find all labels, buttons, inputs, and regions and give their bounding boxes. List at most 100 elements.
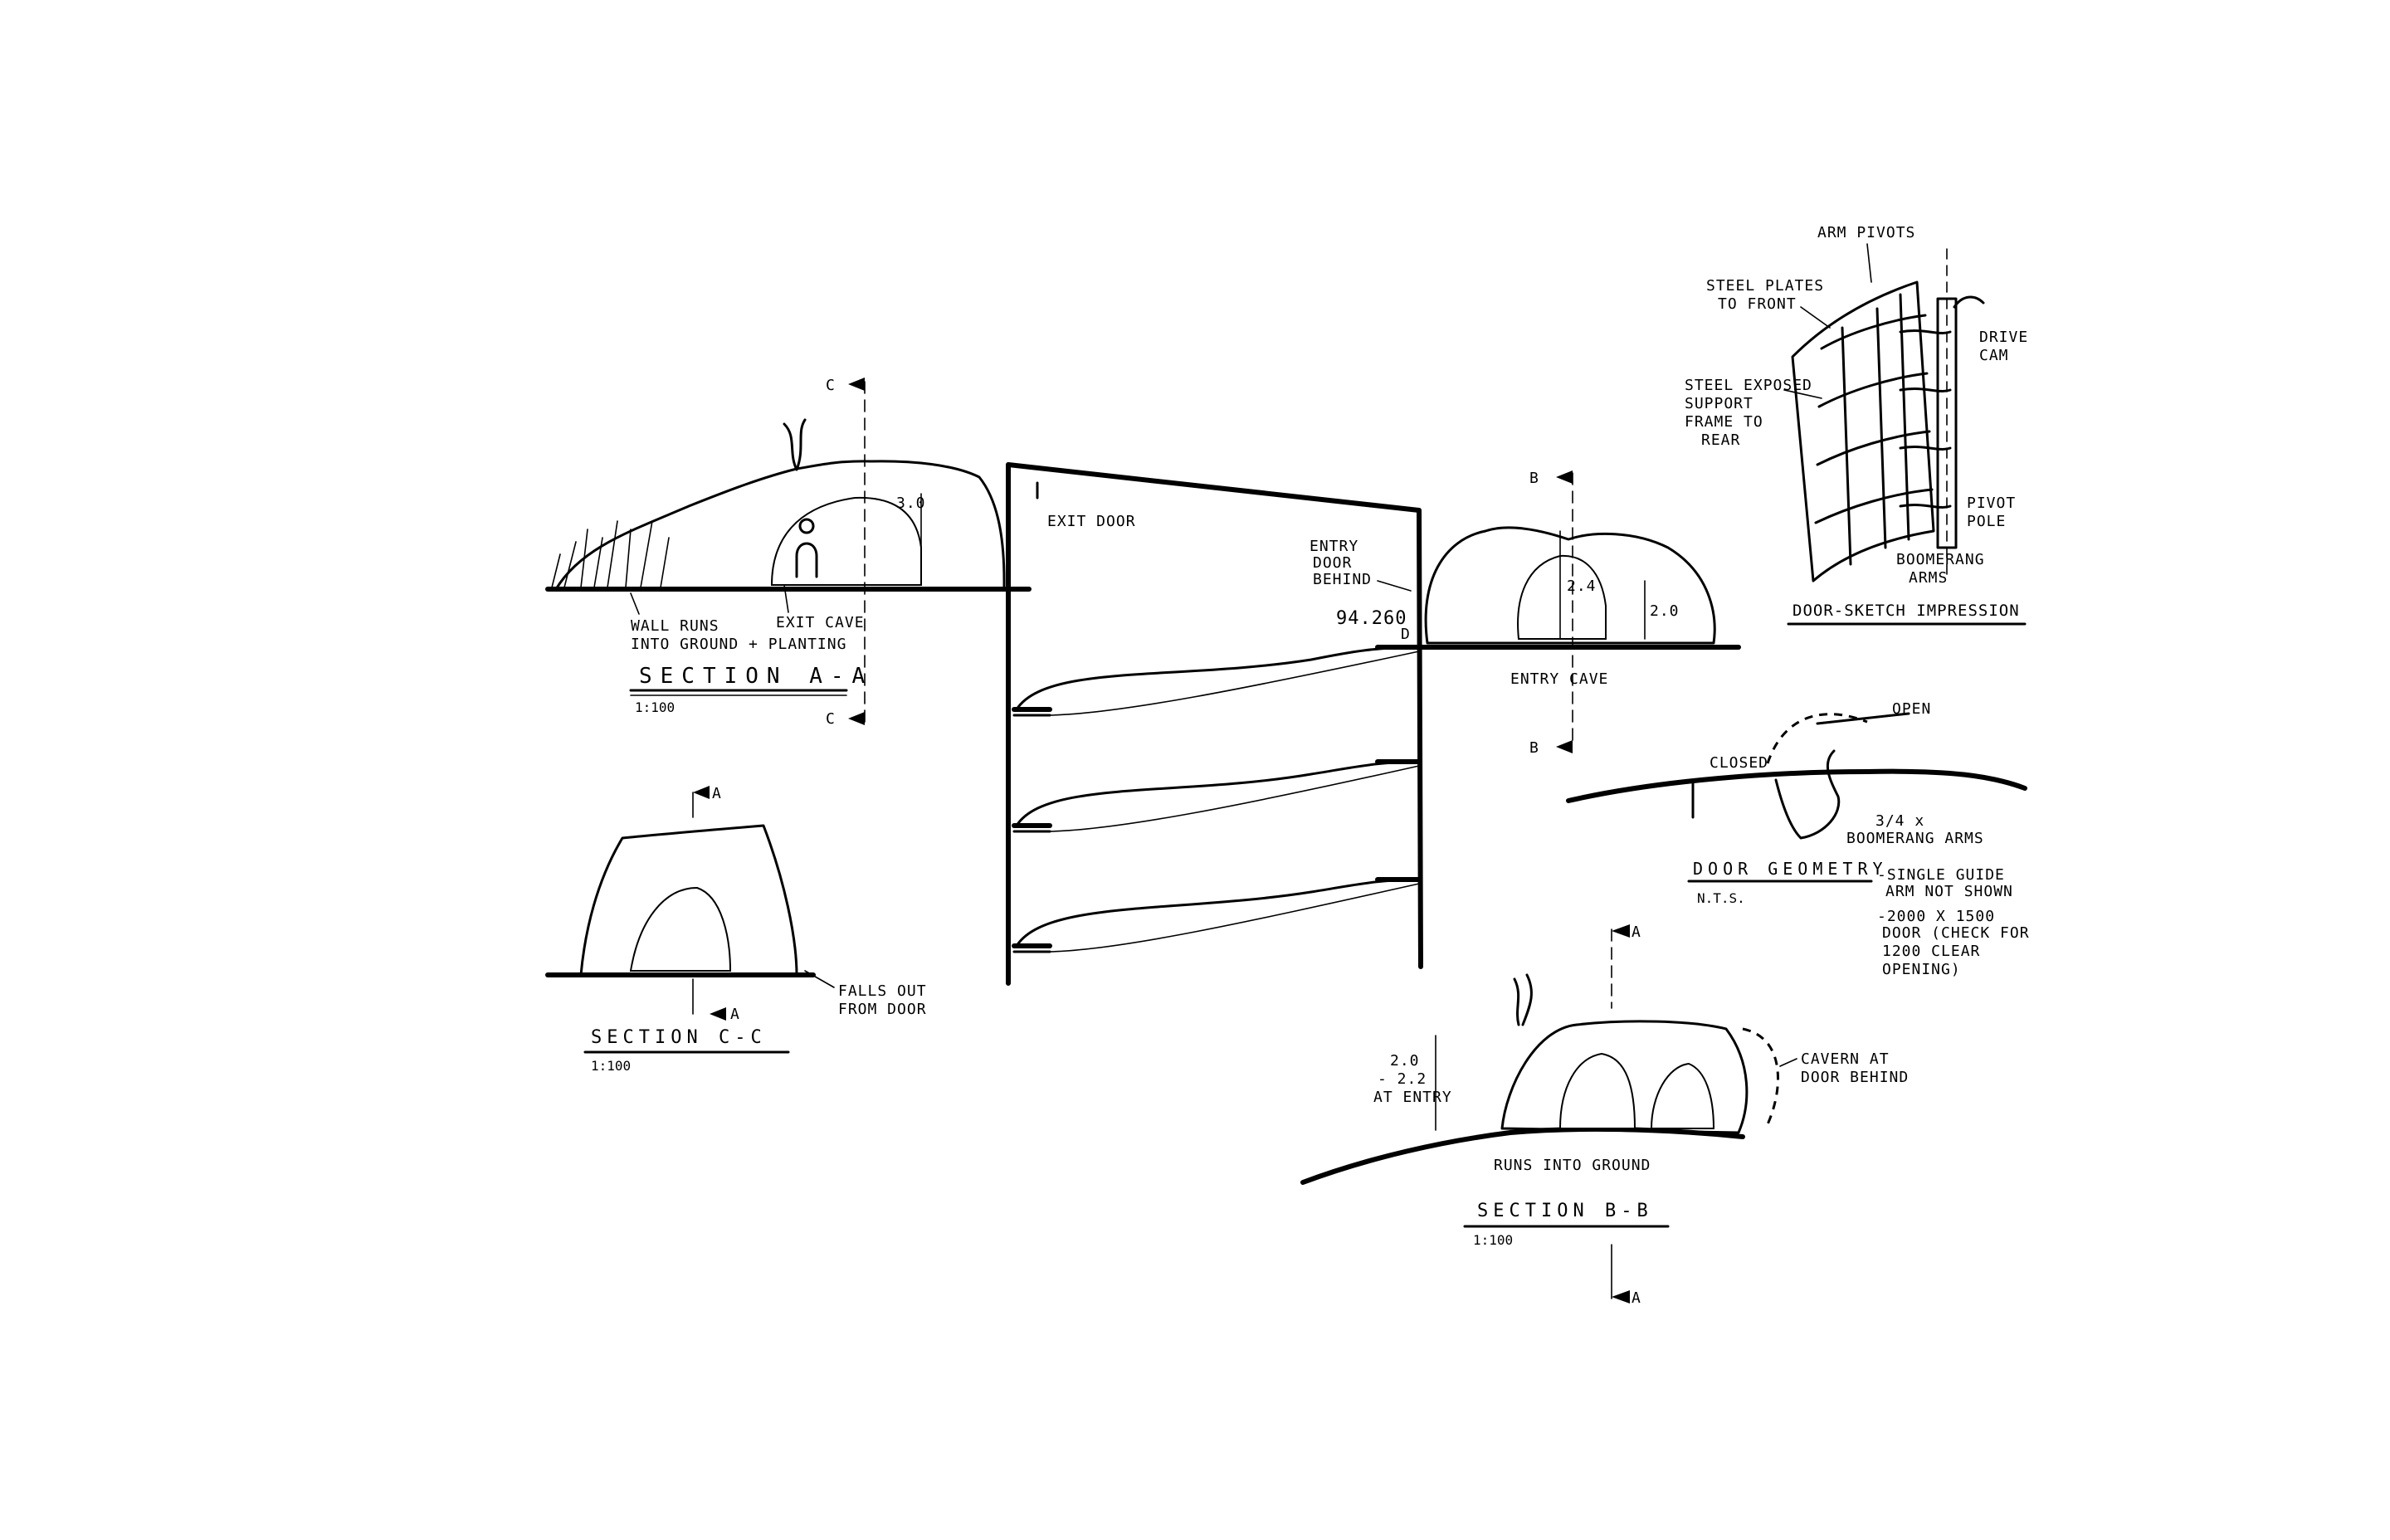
ramp-2 [1015,760,1421,827]
door-geometry: OPEN CLOSED 3/4 x BOOMERANG ARMS DOOR GE… [1566,700,2030,978]
note-pivot-pole-2: POLE [1967,513,2006,530]
note-wall-runs-2: INTO GROUND + PLANTING [631,636,846,653]
note-door-size-4: OPENING) [1882,961,1961,978]
note-cavern-2: DOOR BEHIND [1801,1069,1909,1086]
cut-label-a-bottom: A [730,1006,740,1023]
cavern-dashed [1742,1027,1779,1125]
exit-mound [554,460,1006,591]
central-wall-outline [1006,462,1423,986]
door-frame-curved [1791,280,1935,582]
dim-bb-1: 2.0 [1390,1052,1420,1070]
boomerang-arms [1899,329,1952,509]
level-suffix: D [1401,626,1411,643]
door-geometry-scale: N.T.S. [1697,890,1745,906]
note-pivot-pole-1: PIVOT [1967,495,2016,512]
note-falls-out-2: FROM DOOR [838,1001,927,1018]
leader-steel-plates [1800,306,1831,329]
note-drive-cam-2: CAM [1979,347,2009,364]
door-geometry-title: DOOR GEOMETRY [1693,859,1888,879]
dim-bb-2: - 2.2 [1378,1070,1427,1088]
note-drive-cam-1: DRIVE [1979,329,2028,346]
note-door-size-3: 1200 CLEAR [1882,943,1980,960]
section-aa-title: SECTION A-A [639,664,873,689]
note-single-guide-2: ARM NOT SHOWN [1885,883,2013,900]
rock-b-b-void-1 [1558,1052,1636,1129]
rock-b-b [1500,1020,1749,1134]
section-a-a: 3.0 C C WALL RUNS INTO GROUND + PLANTING… [545,377,1032,728]
rock-b-b-void-2 [1650,1062,1715,1129]
rock-c-c [579,824,798,977]
section-b-b: 2.0 - 2.2 AT ENTRY RUNS INTO GROUND CAVE… [1300,924,1909,1307]
leader-falls-out [804,970,835,988]
note-steel-exposed-4: REAR [1701,431,1740,449]
section-aa-scale: 1:100 [635,699,675,715]
ramp-3 [1015,878,1421,948]
cut-arrow-c-bottom [848,712,865,725]
section-cc-scale: 1:100 [591,1058,631,1074]
boomerang-arm-geometry [1774,749,1841,840]
cut-arrow-a-bb-bottom [1612,1290,1630,1304]
entry-mound [1424,526,1716,645]
cut-marker-a-top [693,786,710,799]
leader-wall-runs [630,592,640,615]
dim-entry-right: 2.0 [1650,602,1680,620]
note-cavern-1: CAVERN AT [1801,1050,1890,1068]
door-frame-ribs [1814,314,1934,524]
note-boomerang-1: BOOMERANG [1896,551,1985,568]
note-entry-cave: ENTRY CAVE [1510,670,1608,688]
cut-label-b-bottom: B [1529,739,1539,757]
dim-entry-left: 2.4 [1567,578,1597,595]
cut-label-c-top: C [826,377,836,394]
note-steel-plates-1: STEEL PLATES [1706,277,1824,295]
central-section: EXIT DOOR ENTRY DOOR BEHIND 94.260 D [1006,462,1423,986]
label-closed: CLOSED [1710,754,1768,772]
note-steel-exposed-3: FRAME TO [1685,413,1763,431]
cut-label-a-bb-top: A [1632,924,1641,941]
cut-arrow-b-top [1556,470,1573,484]
note-entry-door-3: BEHIND [1313,571,1372,588]
person-figure [795,518,818,578]
cut-arrow-c-top [848,378,865,391]
rock-c-c-void [629,886,732,972]
note-door-size-2: DOOR (CHECK FOR [1882,924,2030,942]
level-label: 94.260 [1336,608,1407,629]
leader-entry-door [1377,580,1412,592]
door-open-arc [1766,713,1868,764]
door-open-leaf [1816,712,1910,725]
note-boomerang-2: ARMS [1909,569,1948,587]
cut-arrow-b-bottom [1556,740,1573,753]
door-sketch: ARM PIVOTS STEEL PLATES TO FRONT STEEL E… [1685,224,2028,626]
note-steel-plates-2: TO FRONT [1718,295,1797,313]
shrub-top [783,418,807,471]
label-arms-2: BOOMERANG ARMS [1846,830,1984,847]
cut-label-a-bb-bottom: A [1632,1289,1641,1307]
drive-cam [1953,295,1985,309]
note-falls-out-1: FALLS OUT [838,982,927,1000]
note-single-guide-1: -SINGLE GUIDE [1877,866,2005,884]
cut-label-c-bottom: C [826,710,836,728]
label-open: OPEN [1892,700,1931,718]
door-sketch-title: DOOR-SKETCH IMPRESSION [1792,602,2020,620]
note-door-size-1: -2000 X 1500 [1877,908,1995,925]
note-wall-runs: WALL RUNS [631,617,719,635]
cut-label-a-top: A [712,785,722,802]
vegetation-left [551,520,670,588]
label-arms-1: 3/4 x [1875,812,1924,830]
ramp-3-under [1049,883,1420,953]
dim-bb-3: AT ENTRY [1373,1089,1452,1106]
leader-arm-pivots [1866,243,1872,283]
shrub-b-b [1513,973,1533,1026]
entry-cave: 2.4 2.0 ENTRY CAVE B B [1418,470,1741,757]
section-bb-scale: 1:100 [1473,1232,1513,1248]
door-frame-verticals [1841,293,1910,566]
ramp-1-under [1049,651,1420,716]
entry-cave-void [1517,554,1607,640]
note-runs-into-ground: RUNS INTO GROUND [1494,1157,1651,1174]
cut-label-b-top: B [1529,470,1539,487]
note-exit-door: EXIT DOOR [1047,513,1136,530]
section-c-c: A A FALLS OUT FROM DOOR SECTION C-C 1:10… [545,785,927,1074]
leader-exit-cave [783,584,789,613]
ground-line-bb [1300,1126,1745,1185]
section-cc-title: SECTION C-C [591,1027,767,1048]
